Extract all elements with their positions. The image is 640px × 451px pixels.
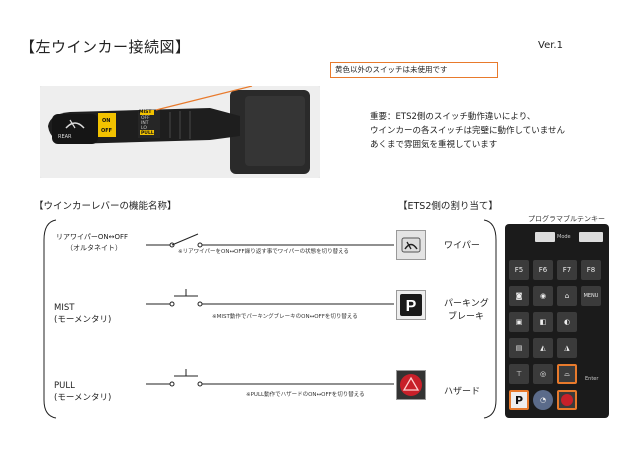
key-hazard xyxy=(396,370,426,400)
keypad-key-garage[interactable]: ⌂ xyxy=(557,286,577,306)
parking-p-icon: P xyxy=(400,294,422,316)
keypad-key-f5[interactable]: F5 xyxy=(509,260,529,280)
lift-icon: ⊤ xyxy=(515,370,523,378)
truck-icon: ▣ xyxy=(515,318,523,326)
wiper-icon: ⌓ xyxy=(564,369,570,378)
keypad-key-f8[interactable]: F8 xyxy=(581,260,601,280)
trailer-icon: ▤ xyxy=(515,344,523,352)
keypad-mode-display xyxy=(579,232,603,242)
view-icon: ◧ xyxy=(539,318,547,326)
keypad-key-cruise[interactable]: ◔ xyxy=(533,390,553,410)
lever-label-on: ON xyxy=(102,118,111,124)
cruise-icon: ◔ xyxy=(539,396,547,404)
keypad-enter-label: Enter xyxy=(585,376,599,382)
globe-icon: ◉ xyxy=(539,292,547,300)
lever-photo: REAR ON OFF MIST OFF INT LO PULL xyxy=(40,86,320,178)
keypad-key-wiper[interactable]: ⌓ xyxy=(557,364,577,384)
retarder-icon: ◭ xyxy=(540,344,546,352)
function-name-pull: PULL (モーメンタリ) xyxy=(54,380,111,404)
section-title-ets2-assignment: 【ETS2側の割り当て】 xyxy=(398,201,498,212)
note-line-3: あくまで雰囲気を重視しています xyxy=(370,140,498,150)
svg-text:P: P xyxy=(406,298,417,315)
key-parking: P xyxy=(396,290,426,320)
key-wiper xyxy=(396,230,426,260)
function-name-rear-wiper-line1: リアワイパーON↔OFF xyxy=(56,233,129,241)
keypad-key-view[interactable]: ◧ xyxy=(533,312,553,332)
lever-label-off: OFF xyxy=(101,128,113,134)
beacon-icon: ◎ xyxy=(539,370,547,378)
function-name-rear-wiper: リアワイパーON↔OFF （オルタネイト） xyxy=(56,232,128,254)
keypad-label: プログラマブルテンキー xyxy=(528,215,605,223)
keypad-key-f7[interactable]: F7 xyxy=(557,260,577,280)
programmable-keypad: Mode F5 F6 F7 F8 ◙ ◉ ⌂ MENU ▣ ◧ ◐ ▤ ◭ ◮ … xyxy=(505,224,609,418)
keypad-key-hazard[interactable] xyxy=(557,390,577,410)
keypad-mode-label: Mode xyxy=(557,234,571,240)
keypad-key-lift[interactable]: ⊤ xyxy=(509,364,529,384)
garage-icon: ⌂ xyxy=(564,292,570,300)
hazard-icon xyxy=(561,394,573,406)
assign-parking-line1: パーキング xyxy=(444,299,489,309)
lever-label-lo: LO xyxy=(141,126,147,131)
note-pull: ※PULL動作でハザードのON↔OFFを切り替える xyxy=(246,392,365,398)
note-mist: ※MIST動作でパーキングブレーキのON↔OFFを切り替える xyxy=(212,314,358,320)
keypad-logo xyxy=(535,232,555,242)
version-label: Ver.1 xyxy=(538,40,563,51)
keypad-key-parking[interactable]: P xyxy=(509,390,529,410)
function-name-rear-wiper-line2: （オルタネイト） xyxy=(66,244,122,252)
keypad-key-map[interactable]: ◉ xyxy=(533,286,553,306)
keypad-key-menu[interactable]: MENU xyxy=(581,286,601,306)
keypad-key-camera[interactable]: ◙ xyxy=(509,286,529,306)
camera-icon: ◙ xyxy=(515,292,523,300)
page-title: 【左ウインカー接続図】 xyxy=(20,38,191,56)
assign-wiper: ワイパー xyxy=(444,241,480,251)
lever-label-rear: REAR xyxy=(58,134,72,140)
lever-label-int: INT xyxy=(141,121,149,126)
keypad-key-trailer[interactable]: ▤ xyxy=(509,338,529,358)
keypad-key-beacon[interactable]: ◎ xyxy=(533,364,553,384)
note-line-1: 重要：ETS2側のスイッチ動作違いにより、 xyxy=(370,112,536,122)
important-note: 重要：ETS2側のスイッチ動作違いにより、 ウインカーの各スイッチは完璧に動作し… xyxy=(370,110,565,152)
parking-p-icon: P xyxy=(514,393,524,407)
keypad-key-horn[interactable]: ◮ xyxy=(557,338,577,358)
section-title-lever-functions: 【ウインカーレバーの機能名称】 xyxy=(34,201,177,212)
keypad-key-retarder[interactable]: ◭ xyxy=(533,338,553,358)
wiper-icon xyxy=(401,237,421,253)
keypad-key-light[interactable]: ◐ xyxy=(557,312,577,332)
function-name-pull-line1: PULL xyxy=(54,381,75,391)
assign-parking-line2: ブレーキ xyxy=(448,312,485,322)
note-line-2: ウインカーの各スイッチは完璧に動作していません xyxy=(370,126,565,136)
light-icon: ◐ xyxy=(563,318,571,326)
keypad-key-f6[interactable]: F6 xyxy=(533,260,553,280)
function-name-mist: MIST (モーメンタリ) xyxy=(54,302,111,326)
lever-label-mist: MIST xyxy=(139,110,152,115)
lever-label-off2: OFF xyxy=(141,116,150,121)
note-rear-wiper: ※リアワイパーをON↔OFF繰り返す事でワイパーの状態を切り替える xyxy=(178,249,349,255)
assign-parking: パーキング ブレーキ xyxy=(444,298,489,324)
assign-hazard: ハザード xyxy=(444,387,481,397)
function-name-mist-line2: (モーメンタリ) xyxy=(54,315,112,325)
function-name-mist-line1: MIST xyxy=(54,303,75,313)
lever-illustration xyxy=(40,86,320,178)
callout-box: 黄色以外のスイッチは未使用です xyxy=(330,62,498,78)
function-name-pull-line2: (モーメンタリ) xyxy=(54,393,112,403)
horn-icon: ◮ xyxy=(564,344,570,352)
lever-label-pull: PULL xyxy=(141,131,154,136)
hazard-icon xyxy=(400,374,422,396)
keypad-key-truck[interactable]: ▣ xyxy=(509,312,529,332)
